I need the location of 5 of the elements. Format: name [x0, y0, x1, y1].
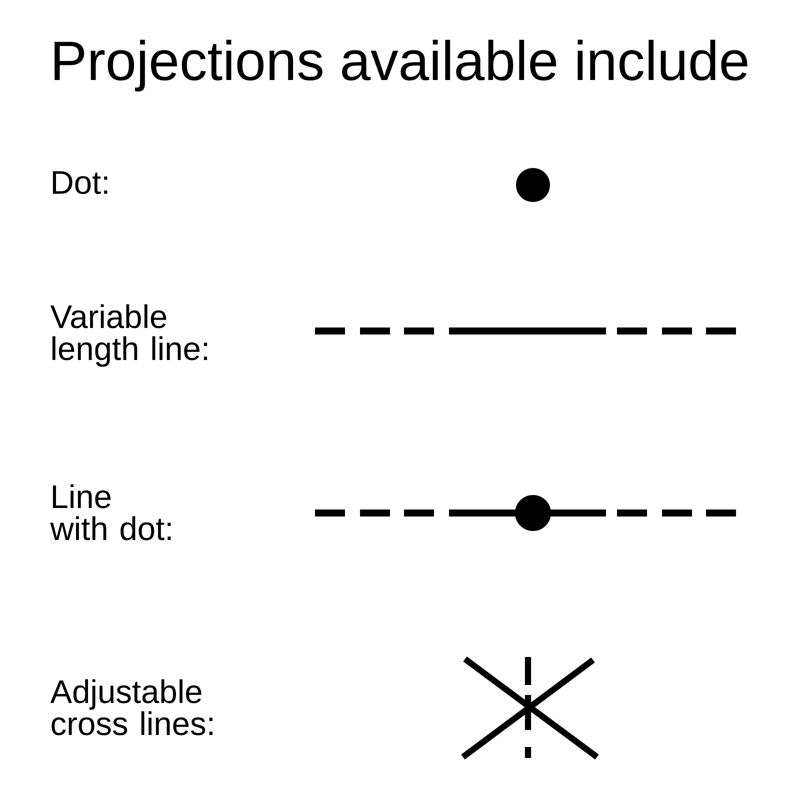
- symbol-label: Adjustable cross lines:: [50, 679, 212, 736]
- title: Projections available include: [54, 40, 748, 92]
- symbol-label: Line with dot:: [50, 484, 171, 540]
- symbol-label: Dot:: [52, 171, 108, 194]
- symbol-label: Variable length line:: [50, 304, 208, 367]
